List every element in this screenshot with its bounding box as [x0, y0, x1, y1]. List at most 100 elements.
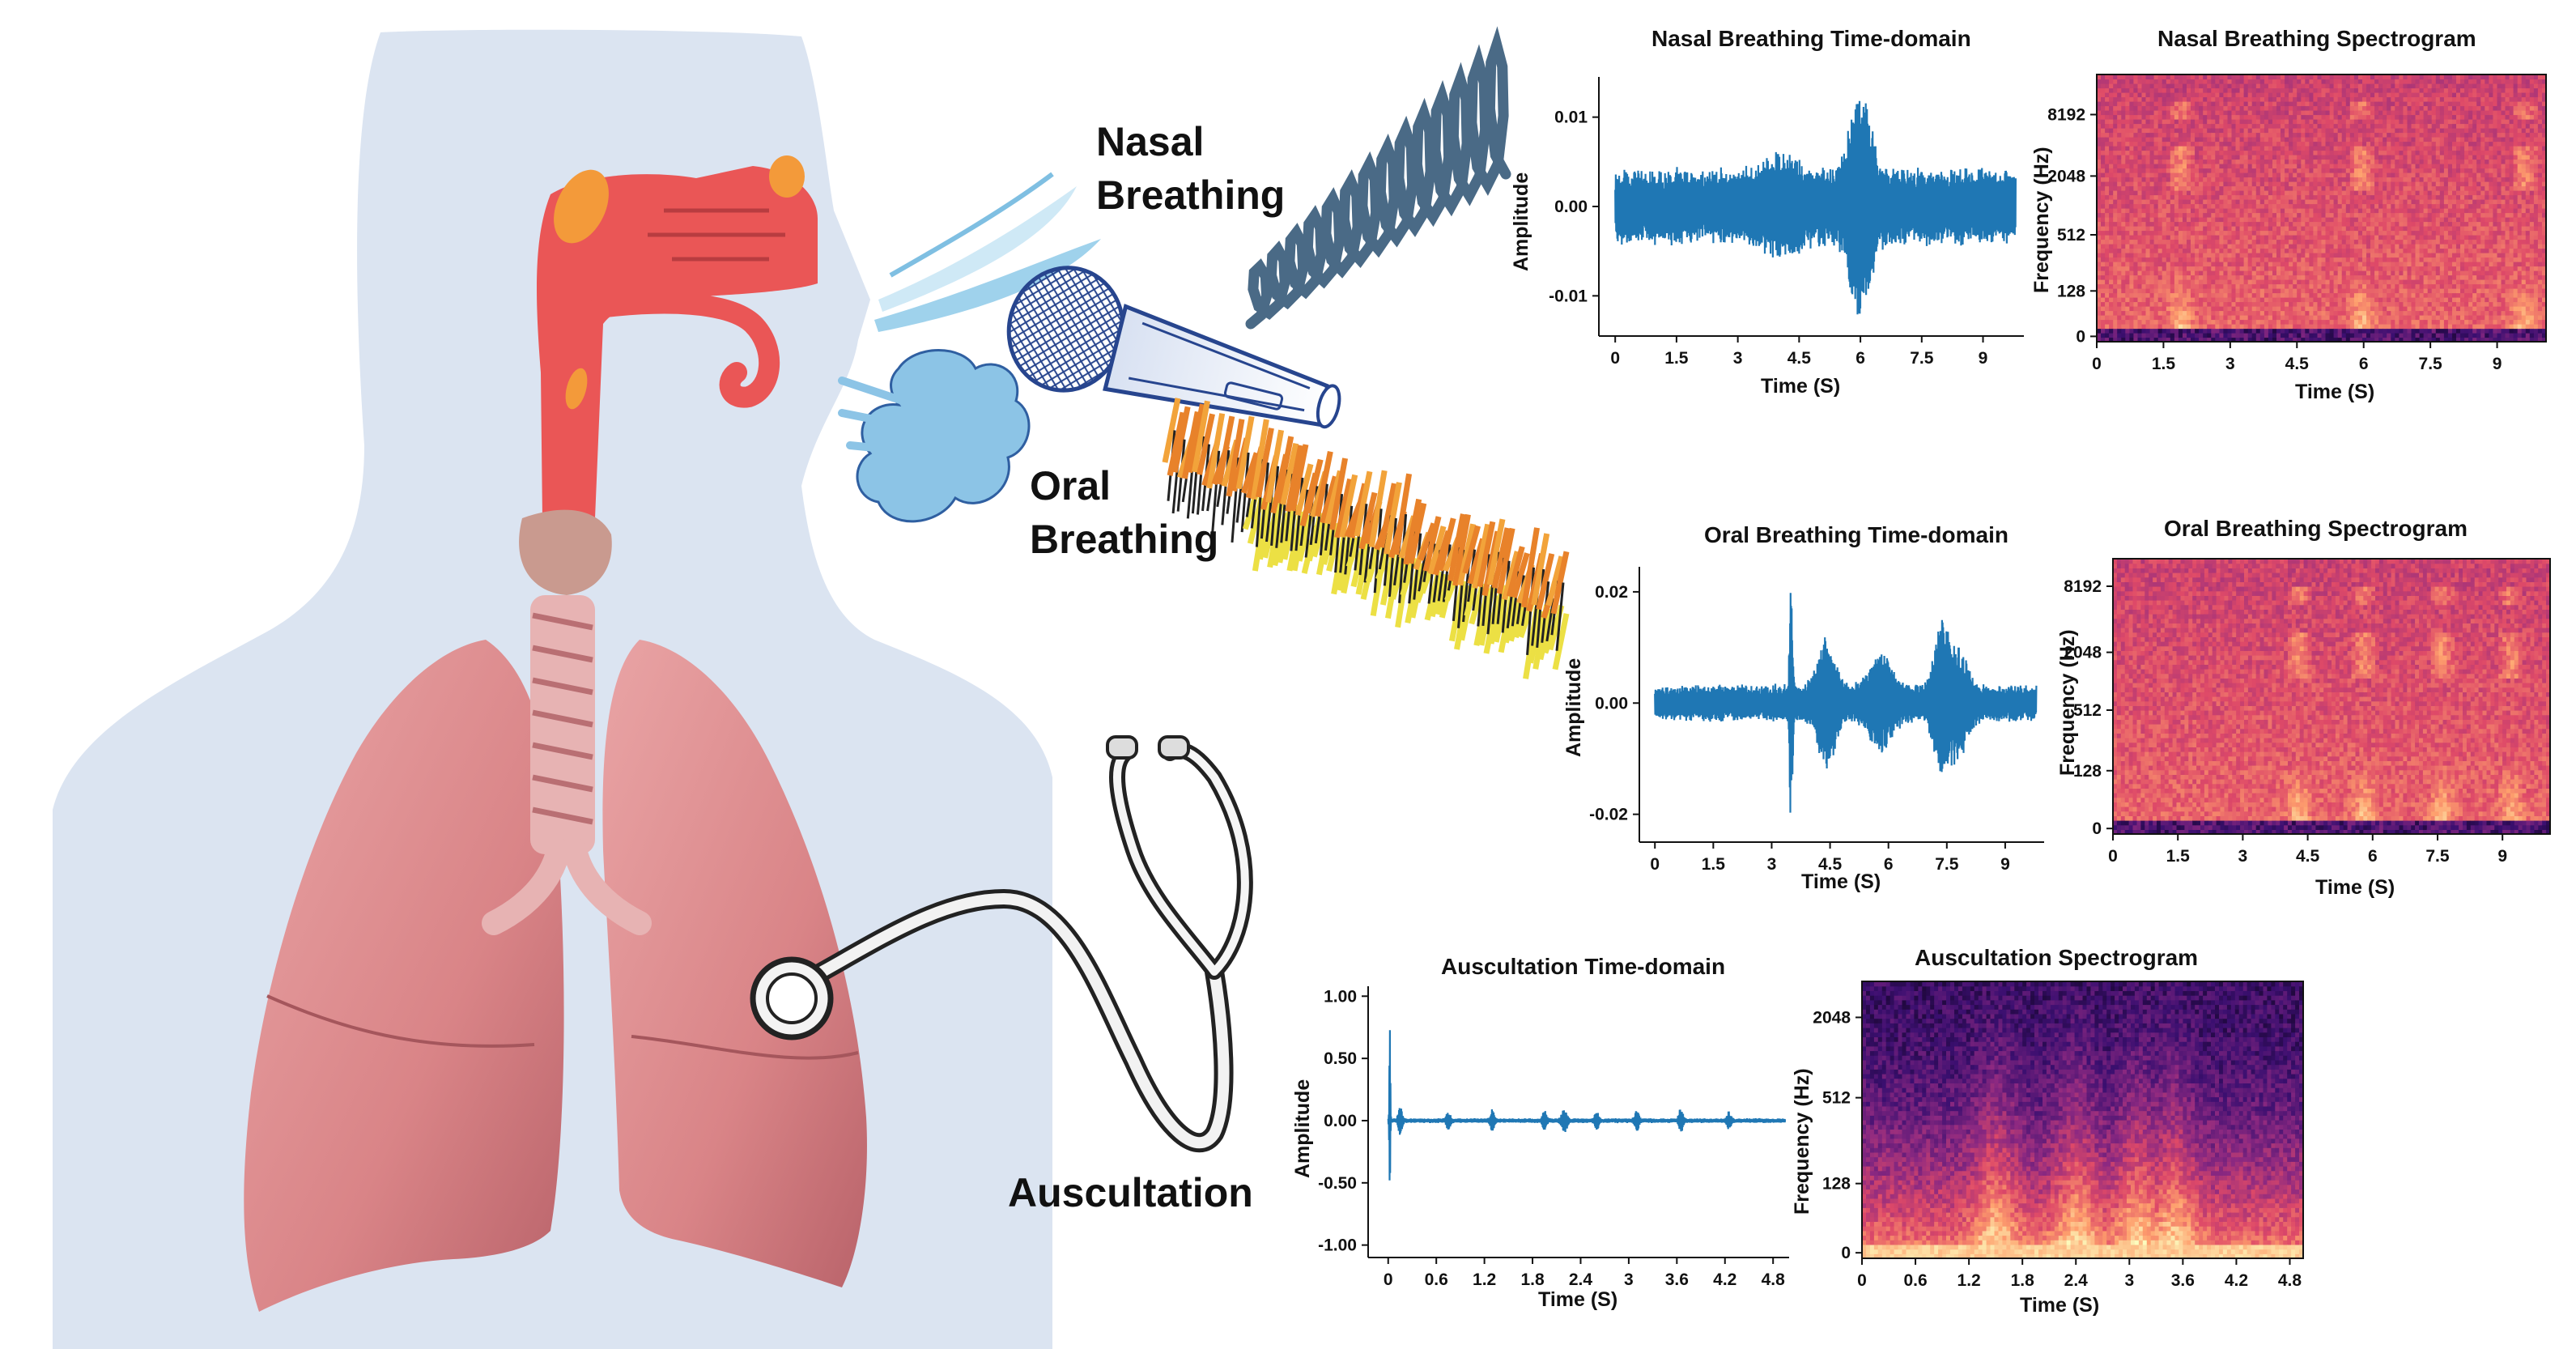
nasal-spec-cell: [2187, 270, 2191, 276]
nasal-spec-cell: [2125, 310, 2130, 316]
nasal-spec-cell: [2415, 235, 2421, 240]
nasal-spec-cell: [2239, 172, 2245, 178]
nasal-spec-cell: [2203, 297, 2208, 303]
nasal-spec-cell: [2293, 310, 2298, 316]
nasal-spec-cell: [2317, 212, 2323, 218]
nasal-spec-cell: [2153, 319, 2159, 325]
nasal-spec-cell: [2411, 172, 2417, 178]
nasal-spec-cell: [2321, 96, 2327, 102]
nasal-spec-cell: [2309, 114, 2314, 120]
nasal-spec-cell: [2349, 235, 2355, 240]
nasal-spec-cell: [2121, 185, 2126, 191]
nasal-spec-cell: [2357, 114, 2363, 120]
nasal-spec-cell: [2255, 155, 2261, 160]
nasal-spec-cell: [2251, 159, 2257, 164]
nasal-spec-cell: [2293, 212, 2298, 218]
nasal-spec-cell: [2349, 226, 2355, 232]
nasal-spec-cell: [2235, 301, 2241, 307]
nasal-spec-cell: [2125, 301, 2130, 307]
nasal-spec-cell: [2162, 141, 2167, 147]
nasal-spec-cell: [2259, 164, 2265, 169]
nasal-spec-cell: [2317, 253, 2323, 258]
nasal-spec-cell: [2383, 270, 2387, 276]
nasal-spec-cell: [2370, 123, 2375, 129]
nasal-spec-cell: [2305, 119, 2310, 125]
nasal-spec-cell: [2121, 199, 2126, 205]
nasal-spec-cell: [2341, 274, 2347, 280]
nasal-spec-cell: [2235, 159, 2241, 164]
nasal-spec-cell: [2137, 150, 2143, 155]
nasal-spec-cell: [2174, 194, 2179, 200]
nasal-spec-cell: [2341, 257, 2347, 262]
nasal-spec-cell: [2109, 119, 2114, 125]
nasal-spec-cell: [2109, 208, 2114, 214]
nasal-spec-cell: [2247, 253, 2253, 258]
nasal-spec-cell: [2255, 292, 2261, 298]
nasal-spec-cell: [2357, 337, 2363, 343]
nasal-spec-cell: [2145, 226, 2151, 232]
nasal-spec-cell: [2285, 239, 2289, 245]
nasal-spec-cell: [2170, 244, 2175, 249]
nasal-spec-cell: [2337, 150, 2343, 155]
nasal-spec-cell: [2301, 114, 2306, 120]
nasal-spec-cell: [2251, 212, 2257, 218]
nasal-spec-cell: [2239, 297, 2245, 303]
nasal-spec-cell: [2195, 235, 2200, 240]
nasal-spec-cell: [2285, 306, 2289, 312]
nasal-spec-cell: [2289, 150, 2293, 155]
nasal-spec-cell: [2395, 83, 2400, 89]
nasal-spec-cell: [2357, 87, 2363, 93]
nasal-spec-cell: [2333, 253, 2339, 258]
nasal-spec-cell: [2313, 96, 2318, 102]
nasal-spec-cell: [2125, 194, 2130, 200]
nasal-spec-cell: [2157, 239, 2163, 245]
nasal-spec-cell: [2235, 137, 2241, 143]
nasal-spec-cell: [2337, 328, 2343, 334]
nasal-spec-cell: [2215, 190, 2220, 196]
nasal-spec-cell: [2353, 137, 2359, 143]
nasal-spec-cell: [2215, 257, 2220, 262]
nasal-spec-cell: [2293, 110, 2298, 116]
nasal-spec-cell: [2109, 315, 2114, 321]
nasal-spec-cell: [2199, 185, 2204, 191]
nasal-spec-cell: [2281, 83, 2285, 89]
nasal-spec-cell: [2268, 248, 2273, 253]
nasal-spec-cell: [2268, 132, 2273, 138]
nasal-spec-cell: [2337, 119, 2343, 125]
nasal-spec-cell: [2399, 244, 2404, 249]
nasal-spec-cell: [2387, 274, 2391, 280]
nasal-spec-cell: [2333, 230, 2339, 236]
nasal-spec-cell: [2317, 230, 2323, 236]
oral-wave-bar: [1452, 513, 1471, 586]
nasal-spec-cell: [2411, 119, 2417, 125]
nasal-spec-cell: [2157, 168, 2163, 173]
nasal-spec-cell: [2149, 288, 2155, 294]
nasal-spec-cell: [2101, 248, 2106, 253]
nasal-spec-cell: [2272, 123, 2277, 129]
nasal-spec-cell: [2378, 114, 2383, 120]
nasal-spec-cell: [2207, 203, 2212, 209]
nasal-spec-cell: [2293, 235, 2298, 240]
nasal-spec-cell: [2366, 185, 2371, 191]
nasal-spec-cell: [2133, 244, 2138, 249]
nasal-spec-cell: [2105, 301, 2110, 307]
nasal-spec-cell: [2403, 230, 2408, 236]
nasal-spec-cell: [2370, 333, 2375, 338]
nasal-spec-cell: [2251, 105, 2257, 111]
nasal-spec-cell: [2157, 274, 2163, 280]
nasal-spec-cell: [2203, 123, 2208, 129]
nasal-spec-cell: [2370, 297, 2375, 303]
nasal-spec-cell: [2317, 297, 2323, 303]
nasal-spec-cell: [2362, 155, 2367, 160]
nasal-spec-cell: [2223, 244, 2228, 249]
nasal-spec-cell: [2211, 159, 2216, 164]
nasal-spec-cell: [2305, 324, 2310, 330]
nasal-spec-cell: [2109, 235, 2114, 240]
nasal-spec-cell: [2387, 279, 2391, 285]
nasal-spec-cell: [2101, 128, 2106, 134]
nasal-spec-cell: [2301, 257, 2306, 262]
nasal-spec-cell: [2285, 185, 2289, 191]
nasal-spec-cell: [2251, 199, 2257, 205]
nasal-spec-cell: [2309, 315, 2314, 321]
nasal-spec-cell: [2223, 208, 2228, 214]
